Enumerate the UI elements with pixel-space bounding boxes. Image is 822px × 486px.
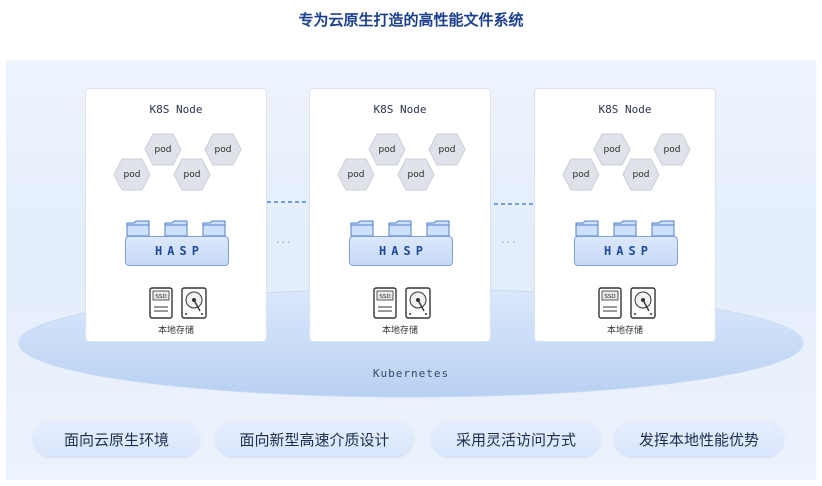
k8s-node-3: K8S Node pod pod pod pod HASP SSD 本地存储 [534,88,716,342]
feature-pill: 采用灵活访问方式 [432,422,600,456]
folder-icon [388,220,412,237]
folder-icon [126,220,150,237]
folder-icon [651,220,675,237]
k8s-node-2: K8S Node pod pod pod pod HASP SSD 本地存储 [309,88,491,342]
feature-pill: 面向新型高速介质设计 [216,422,413,456]
node-title: K8S Node [598,103,652,116]
node-title: K8S Node [149,103,203,116]
pod-hexagon: pod [204,133,242,166]
ssd-icon: SSD [598,287,622,323]
folder-icon [164,220,188,237]
pod-hexagon: pod [562,158,600,191]
pod-hexagon: pod [173,158,211,191]
folder-icon [350,220,374,237]
ellipsis-left: ··· [276,236,293,249]
page-title: 专为云原生打造的高性能文件系统 [298,11,524,29]
svg-text:SSD: SSD [379,294,390,300]
svg-text:SSD: SSD [604,294,615,300]
local-storage-label: 本地存储 [606,326,643,336]
folder-icon [613,220,637,237]
feature-pill: 面向云原生环境 [34,422,199,456]
ellipsis-right: ··· [501,236,518,249]
hasp-layer: HASP [349,236,453,266]
hdd-icon [405,287,431,323]
hdd-icon [630,287,656,323]
ssd-icon: SSD [149,287,173,323]
pod-hexagon: pod [397,158,435,191]
local-storage-label: 本地存储 [381,326,418,336]
feature-pill: 发挥本地性能优势 [615,422,783,456]
kubernetes-label: Kubernetes [372,367,450,380]
local-storage-label: 本地存储 [157,326,194,336]
folder-icon [426,220,450,237]
k8s-node-1: K8S Node pod pod pod pod HASP SSD 本地存储 [85,88,267,342]
pod-hexagon: pod [622,158,660,191]
hasp-layer: HASP [574,236,678,266]
pod-hexagon: pod [593,133,631,166]
hdd-icon [181,287,207,323]
pod-hexagon: pod [428,133,466,166]
node-title: K8S Node [373,103,427,116]
pod-hexagon: pod [337,158,375,191]
pod-hexagon: pod [653,133,691,166]
folder-icon [575,220,599,237]
ssd-icon: SSD [373,287,397,323]
pod-hexagon: pod [368,133,406,166]
svg-text:SSD: SSD [155,294,166,300]
folder-icon [202,220,226,237]
pod-hexagon: pod [113,158,151,191]
hasp-layer: HASP [125,236,229,266]
pod-hexagon: pod [144,133,182,166]
